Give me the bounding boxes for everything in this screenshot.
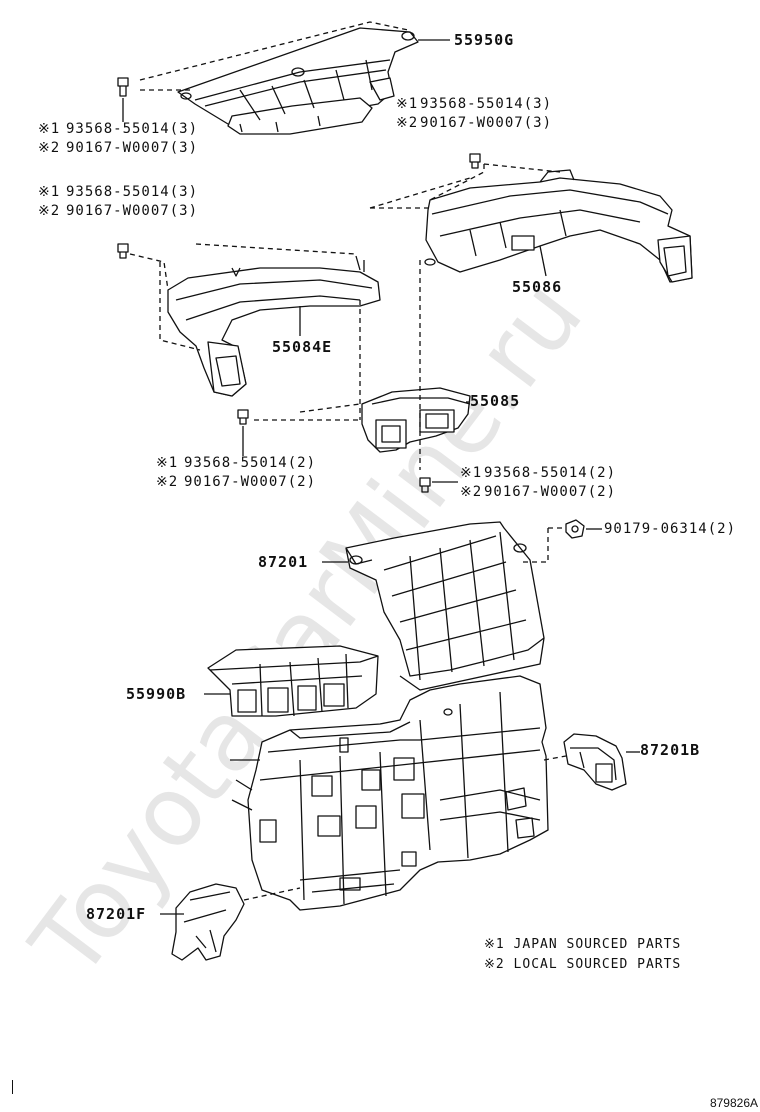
part-label-55950g: 55950G (454, 31, 515, 49)
fastener-mark-2a: ※2 (38, 140, 61, 156)
margin-tick (12, 1080, 13, 1094)
fastener-mark-2b: ※2 (396, 115, 419, 131)
part-label-55990b: 55990B (126, 685, 187, 703)
fastener-mark-2d: ※2 (156, 474, 179, 490)
duct-55084e (168, 256, 380, 396)
fastener-local-group5: 90167-W0007(2) (484, 484, 617, 500)
part-label-87201b: 87201B (640, 741, 701, 759)
duct-55950g (178, 28, 418, 134)
screw-4 (238, 410, 248, 424)
fastener-mark-1e: ※1 (460, 465, 483, 481)
part-label-55085: 55085 (470, 392, 521, 410)
legend-local: ※2 LOCAL SOURCED PARTS (484, 957, 682, 972)
fastener-japan-group4: 93568-55014(2) (184, 455, 317, 471)
part-label-90179: 90179-06314(2) (604, 521, 737, 537)
fastener-local-group2: 90167-W0007(3) (420, 115, 553, 131)
legend-japan: ※1 JAPAN SOURCED PARTS (484, 937, 682, 952)
heater-unit (230, 676, 548, 910)
duct-87201b (564, 734, 626, 790)
fastener-mark-2e: ※2 (460, 484, 483, 500)
fastener-local-group1: 90167-W0007(3) (66, 140, 199, 156)
fastener-local-group4: 90167-W0007(2) (184, 474, 317, 490)
fastener-mark-2c: ※2 (38, 203, 61, 219)
part-label-87201f: 87201F (86, 905, 147, 923)
nut-90179 (566, 520, 584, 538)
screw-2 (470, 154, 480, 168)
fastener-japan-group1: 93568-55014(3) (66, 121, 199, 137)
fastener-mark-1d: ※1 (156, 455, 179, 471)
fastener-japan-group3: 93568-55014(3) (66, 184, 199, 200)
duct-55086 (425, 170, 692, 282)
fastener-japan-group2: 93568-55014(3) (420, 96, 553, 112)
screw-5 (420, 478, 430, 492)
screw-3 (118, 244, 128, 258)
fastener-japan-group5: 93568-55014(2) (484, 465, 617, 481)
fastener-mark-1a: ※1 (38, 121, 61, 137)
duct-55085 (362, 388, 470, 452)
duct-87201f (172, 884, 244, 960)
fastener-local-group3: 90167-W0007(3) (66, 203, 199, 219)
duct-87201 (346, 522, 544, 690)
screw-1 (118, 78, 128, 96)
part-label-55084e: 55084E (272, 338, 333, 356)
fastener-mark-1c: ※1 (38, 184, 61, 200)
part-label-87201: 87201 (258, 553, 309, 571)
fastener-mark-1b: ※1 (396, 96, 419, 112)
drawing-code: 879826A (709, 1096, 758, 1110)
part-label-55086: 55086 (512, 278, 563, 296)
grille-55990b (208, 646, 378, 716)
